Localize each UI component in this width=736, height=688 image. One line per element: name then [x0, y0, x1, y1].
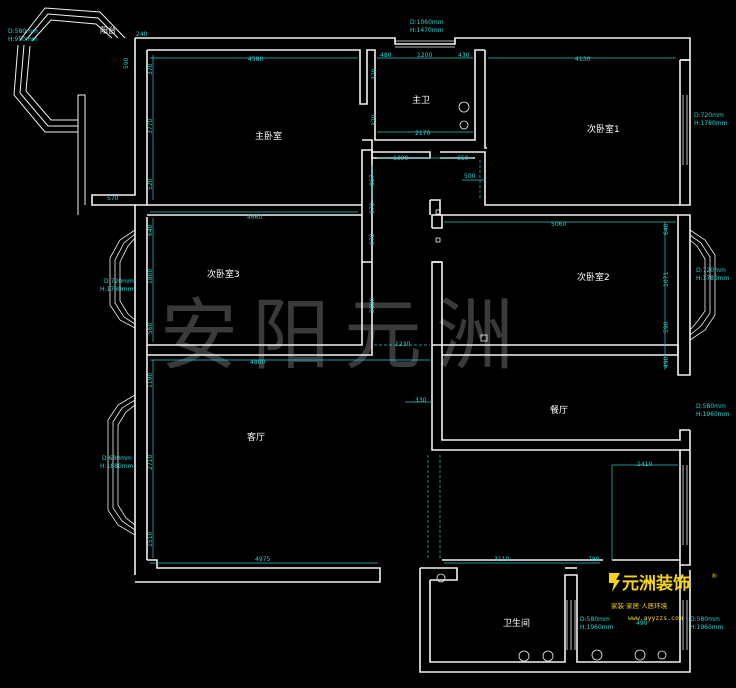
win-b2-d: D:720mm [696, 267, 726, 274]
dim-500: 500 [464, 173, 476, 180]
logo-mark-icon [609, 573, 620, 592]
dim-1200: 1200 [417, 52, 432, 59]
dim-2170: 2170 [415, 130, 430, 137]
dim-640: 640 [147, 224, 154, 236]
dim-370: 370 [147, 63, 154, 75]
win-br-h: H:1960mm [690, 624, 724, 631]
win-top-h: H:1470mm [410, 27, 444, 34]
win-liv-d: D:680mm [102, 455, 132, 462]
dim-520: 520 [147, 178, 154, 190]
room-bedroom1: 次卧室1 [587, 123, 620, 135]
dim-3770: 3770 [147, 119, 154, 134]
room-bedroom3: 次卧室3 [207, 268, 240, 280]
dim-4660: 4660 [247, 214, 262, 221]
window-labels: D:1060mm H:1470mm D:580mm H:950mm D:720m… [8, 19, 730, 631]
win-din-h: H:1960mm [696, 411, 730, 418]
win-bath-h: H:1960mm [580, 624, 614, 631]
dim-2880: 2880 [369, 298, 376, 313]
room-living: 客厅 [247, 431, 265, 443]
room-labels: 主卧室 主卫 次卧室1 次卧室3 次卧室2 餐厅 客厅 卫生间 阳台 [100, 25, 620, 629]
win-b3-h: H:1780mm [100, 286, 134, 293]
room-master-bedroom: 主卧室 [255, 130, 282, 142]
window-top [395, 40, 455, 48]
room-dining: 餐厅 [550, 404, 568, 416]
win-b3-d: D:720mm [104, 278, 134, 285]
dim-1390: 1390 [393, 155, 408, 162]
bay-window-bedroom3 [109, 229, 136, 329]
dim-867: 867 [369, 174, 376, 186]
bay-window-living [107, 394, 136, 536]
win-br-d: D:580mm [690, 616, 720, 623]
dim-5060: 5060 [551, 221, 566, 228]
room-bathroom: 卫生间 [503, 617, 530, 629]
room-balcony: 阳台 [100, 25, 116, 35]
dim-3110: 3110 [494, 556, 509, 563]
logo-url: www.ayyzzs.com [628, 614, 683, 622]
dim-2710: 2710 [147, 455, 154, 470]
room-master-bath: 主卫 [412, 94, 430, 106]
win-bal-h: H:950mm [8, 36, 38, 43]
dim-1190: 1190 [147, 373, 154, 388]
dim-370c: 370 [371, 114, 378, 126]
win-top-d: D:1060mm [410, 19, 444, 26]
logo-mark-symbol: ® [711, 572, 718, 580]
dim-240: 240 [136, 31, 148, 38]
dim-490b: 490 [663, 356, 670, 368]
dim-590: 590 [123, 57, 130, 69]
dim-640b: 640 [663, 223, 670, 235]
win-liv-h: H:1880mm [100, 463, 134, 470]
dim-650: 650 [457, 155, 469, 162]
dim-370b: 370 [371, 68, 378, 80]
outer-walls [91, 37, 691, 673]
win-r1-h: H:1780mm [694, 120, 728, 127]
logo-tagline: 家装·家居·人居环境 [611, 601, 668, 610]
fixtures [435, 101, 667, 662]
window-bedroom-right [682, 465, 688, 545]
win-b2-h: H:1780mm [696, 275, 730, 282]
dim-1230: 1230 [395, 341, 410, 348]
brand-logo: 元洲装饰 ® 家装·家居·人居环境 www.ayyzzs.com [609, 572, 718, 622]
dim-4580: 4580 [248, 56, 263, 63]
dim-4975: 4975 [255, 556, 270, 563]
dim-1071: 1071 [663, 272, 670, 287]
window-bath-right [682, 600, 688, 650]
dim-1410: 1410 [637, 461, 652, 468]
logo-name: 元洲装饰 [622, 573, 690, 594]
dim-870: 870 [369, 202, 376, 214]
dim-780: 780 [588, 556, 600, 563]
dim-480: 480 [380, 52, 392, 59]
window-bath [566, 600, 576, 650]
dim-490: 490 [636, 620, 648, 627]
dim-4800: 4800 [250, 359, 265, 366]
room-bedroom2: 次卧室2 [577, 271, 610, 283]
dim-1800: 1800 [147, 269, 154, 284]
dim-590b: 590 [663, 321, 670, 333]
dim-430: 430 [458, 52, 470, 59]
win-bal-d: D:580mm [8, 28, 38, 35]
win-din-d: D:580mm [696, 403, 726, 410]
dimension-lines [150, 55, 678, 564]
bay-window-bedroom2 [689, 229, 716, 341]
dim-4130: 4130 [575, 56, 590, 63]
dim-570: 570 [107, 195, 119, 202]
dim-330: 330 [415, 397, 427, 404]
balcony [13, 7, 126, 215]
dimension-labels: 240 4580 480 1200 430 4130 2170 1390 650… [107, 31, 670, 627]
dim-1510: 1510 [147, 532, 154, 547]
door-marks [374, 160, 485, 560]
watermark-text: 安阳元洲 [160, 291, 528, 381]
win-bath-d: D:580mm [580, 616, 610, 623]
win-r1-d: D:720mm [694, 112, 724, 119]
window-bedroom1 [682, 95, 688, 165]
dim-560: 560 [147, 322, 154, 334]
dim-870b: 870 [369, 233, 376, 245]
